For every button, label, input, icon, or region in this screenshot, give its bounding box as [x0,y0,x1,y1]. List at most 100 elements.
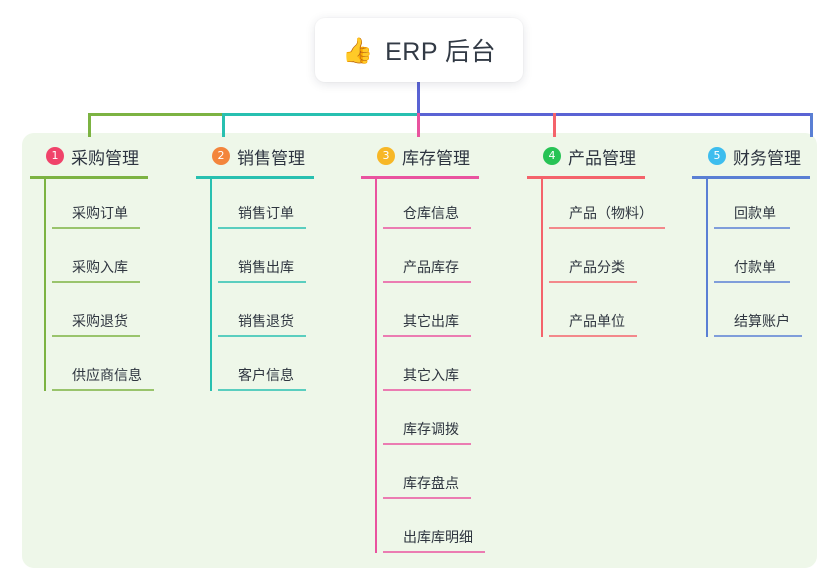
list-item-underline [549,227,665,229]
category-underline [527,176,645,179]
list-item-label: 其它入库 [403,367,459,383]
item-spine [375,179,377,553]
category-header-3[interactable]: 3 库存管理 [361,143,479,169]
category-underline [361,176,479,179]
category-number-badge: 5 [708,147,726,165]
list-item-label: 销售出库 [238,259,294,275]
list-item[interactable]: 客户信息 [218,341,314,395]
connector-bar-segment [88,113,222,116]
list-item-underline [549,335,637,337]
list-item[interactable]: 产品单位 [549,287,645,341]
list-item[interactable]: 库存盘点 [383,449,479,503]
list-item-underline [383,335,471,337]
category-title: 销售管理 [237,148,305,168]
list-item[interactable]: 库存调拨 [383,395,479,449]
connector-drop [222,113,225,137]
list-item-label: 结算账户 [734,313,790,329]
list-item-underline [383,443,471,445]
list-item-underline [383,497,471,499]
list-item[interactable]: 其它出库 [383,287,479,341]
category-column-3: 3 库存管理仓库信息产品库存其它出库其它入库库存调拨库存盘点出库库明细 [361,143,485,557]
list-item[interactable]: 产品库存 [383,233,479,287]
thumbs-up-icon: 👍 [341,36,374,65]
list-item-underline [549,281,637,283]
list-item[interactable]: 采购订单 [52,179,148,233]
category-number-badge: 1 [46,147,64,165]
category-number-badge: 2 [212,147,230,165]
category-underline [30,176,148,179]
root-node[interactable]: 👍 ERP 后台 [315,18,523,82]
list-item-underline [218,227,306,229]
list-item[interactable]: 出库库明细 [383,503,485,557]
category-title: 库存管理 [402,148,470,168]
category-item-list: 采购订单采购入库采购退货供应商信息 [30,179,154,395]
list-item-underline [52,389,154,391]
list-item-underline [714,281,790,283]
list-item-label: 采购入库 [72,259,128,275]
category-item-list: 仓库信息产品库存其它出库其它入库库存调拨库存盘点出库库明细 [361,179,485,557]
category-title: 产品管理 [568,148,636,168]
list-item-underline [714,227,790,229]
list-item[interactable]: 结算账户 [714,287,810,341]
category-column-2: 2 销售管理销售订单销售出库销售退货客户信息 [196,143,314,395]
list-item-underline [383,281,471,283]
category-header-2[interactable]: 2 销售管理 [196,143,314,169]
list-item[interactable]: 销售出库 [218,233,314,287]
list-item-label: 仓库信息 [403,205,459,221]
list-item-underline [383,551,485,553]
list-item[interactable]: 付款单 [714,233,810,287]
list-item-underline [218,281,306,283]
category-underline [692,176,810,179]
diagram-panel [22,133,817,568]
connector-drop [417,113,420,137]
list-item-underline [714,335,802,337]
category-underline [196,176,314,179]
list-item[interactable]: 仓库信息 [383,179,479,233]
list-item-label: 采购退货 [72,313,128,329]
list-item-underline [383,227,471,229]
connector-bar-segment [418,113,813,116]
list-item-label: 产品库存 [403,259,459,275]
list-item-label: 采购订单 [72,205,128,221]
list-item[interactable]: 采购入库 [52,233,148,287]
item-spine [541,179,543,337]
list-item-underline [52,335,140,337]
list-item[interactable]: 销售退货 [218,287,314,341]
list-item[interactable]: 其它入库 [383,341,479,395]
list-item[interactable]: 产品（物料） [549,179,665,233]
list-item-label: 销售订单 [238,205,294,221]
category-item-list: 产品（物料）产品分类产品单位 [527,179,665,341]
list-item-underline [218,389,306,391]
list-item-underline [383,389,471,391]
list-item[interactable]: 回款单 [714,179,810,233]
connector-drop [88,113,91,137]
list-item[interactable]: 销售订单 [218,179,314,233]
connector-drop [553,113,556,137]
item-spine [706,179,708,337]
category-number-badge: 3 [377,147,395,165]
list-item-underline [218,335,306,337]
list-item-label: 付款单 [734,259,776,275]
list-item-underline [52,227,140,229]
connector-bar-segment [222,113,418,116]
list-item-label: 销售退货 [238,313,294,329]
list-item-label: 其它出库 [403,313,459,329]
root-title: ERP 后台 [385,38,497,66]
connector-drop [810,113,813,137]
category-item-list: 销售订单销售出库销售退货客户信息 [196,179,314,395]
list-item[interactable]: 供应商信息 [52,341,154,395]
root-stem-connector [417,82,420,115]
item-spine [44,179,46,391]
list-item[interactable]: 采购退货 [52,287,148,341]
list-item[interactable]: 产品分类 [549,233,645,287]
list-item-label: 回款单 [734,205,776,221]
item-spine [210,179,212,391]
list-item-label: 出库库明细 [403,529,473,545]
list-item-label: 供应商信息 [72,367,142,383]
